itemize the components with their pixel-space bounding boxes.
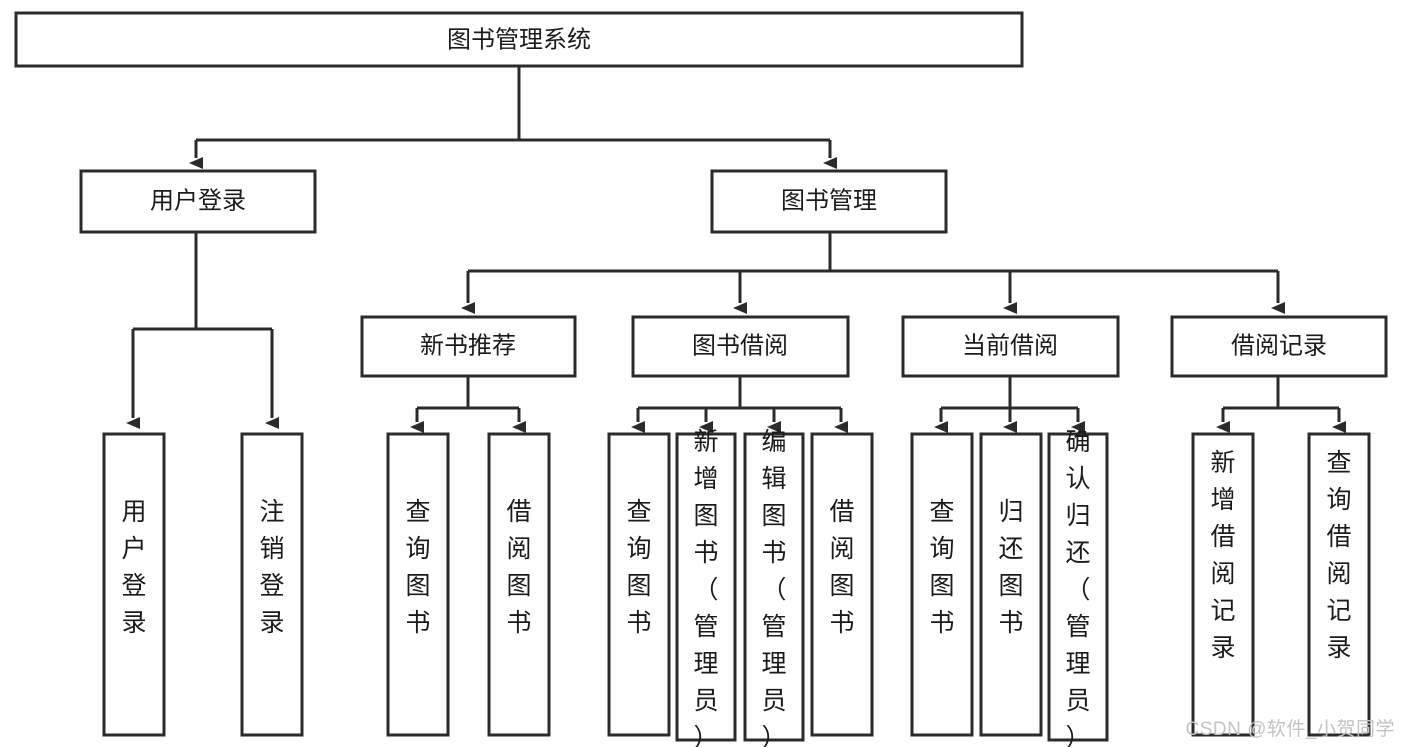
- node-book-borrow[interactable]: 图书借阅: [631, 315, 850, 378]
- node-book-management-box[interactable]: [710, 169, 948, 234]
- leaf-add-book-box[interactable]: [675, 432, 737, 742]
- leaf-query-record-label: 查询借阅记录: [1326, 449, 1351, 662]
- leaf-confirm-return[interactable]: 确认归还（管理员）: [1047, 428, 1109, 747]
- leaf-edit-book[interactable]: 编辑图书（管理员）: [743, 428, 805, 747]
- node-book-borrow-box[interactable]: [631, 315, 850, 378]
- leaf-confirm-return-label: 确认归还（管理员）: [1065, 428, 1090, 747]
- leaf-borrow-book-1[interactable]: 借阅图书: [487, 432, 551, 737]
- leaf-query-book-1-box[interactable]: [386, 432, 450, 737]
- leaf-query-record-box[interactable]: [1307, 432, 1371, 737]
- leaf-logout-login[interactable]: 注销登录: [240, 432, 304, 737]
- node-new-book-recommend[interactable]: 新书推荐: [360, 315, 577, 378]
- node-current-borrow-box[interactable]: [901, 315, 1120, 378]
- leaf-user-login-box[interactable]: [102, 432, 166, 737]
- leaf-borrow-book-1-label: 借阅图书: [506, 498, 531, 637]
- leaf-query-book-3-box[interactable]: [910, 432, 974, 737]
- leaf-add-record-label: 新增借阅记录: [1210, 449, 1235, 662]
- leaf-borrow-book-2[interactable]: 借阅图书: [810, 432, 874, 737]
- node-borrow-record-box[interactable]: [1170, 315, 1388, 378]
- leaf-query-book-3[interactable]: 查询图书: [910, 432, 974, 737]
- node-book-borrow-label: 图书借阅: [692, 332, 788, 359]
- node-book-management[interactable]: 图书管理: [710, 169, 948, 234]
- leaf-borrow-book-1-box[interactable]: [487, 432, 551, 737]
- node-root[interactable]: 图书管理系统: [14, 11, 1024, 68]
- leaf-return-book[interactable]: 归还图书: [979, 432, 1043, 737]
- leaf-edit-book-box[interactable]: [743, 432, 805, 742]
- leaf-confirm-return-box[interactable]: [1047, 432, 1109, 742]
- node-borrow-record-label: 借阅记录: [1231, 332, 1327, 359]
- leaf-user-login-label: 用户登录: [121, 498, 146, 637]
- leaf-edit-book-label: 编辑图书（管理员）: [761, 428, 786, 747]
- leaf-add-book-label: 新增图书（管理员）: [693, 428, 718, 747]
- leaf-user-login[interactable]: 用户登录: [102, 432, 166, 737]
- node-root-label: 图书管理系统: [447, 26, 591, 53]
- leaf-return-book-box[interactable]: [979, 432, 1043, 737]
- leaf-query-book-1-label: 查询图书: [405, 498, 430, 637]
- node-user-login-label: 用户登录: [150, 187, 246, 214]
- leaf-query-book-2-box[interactable]: [607, 432, 671, 737]
- node-new-book-recommend-box[interactable]: [360, 315, 577, 378]
- leaf-add-record[interactable]: 新增借阅记录: [1191, 432, 1255, 737]
- leaf-logout-login-box[interactable]: [240, 432, 304, 737]
- node-new-book-recommend-label: 新书推荐: [420, 332, 516, 359]
- edge-layer: [126, 66, 1346, 433]
- leaf-query-book-2-label: 查询图书: [626, 498, 651, 637]
- leaf-query-record[interactable]: 查询借阅记录: [1307, 432, 1371, 737]
- leaf-logout-login-label: 注销登录: [259, 498, 284, 637]
- node-book-management-label: 图书管理: [781, 187, 877, 214]
- leaf-return-book-label: 归还图书: [998, 498, 1023, 637]
- node-current-borrow-label: 当前借阅: [962, 332, 1058, 359]
- node-root-box[interactable]: [14, 11, 1024, 68]
- node-borrow-record[interactable]: 借阅记录: [1170, 315, 1388, 378]
- node-current-borrow[interactable]: 当前借阅: [901, 315, 1120, 378]
- leaf-add-book[interactable]: 新增图书（管理员）: [675, 428, 737, 747]
- csdn-watermark: CSDN @软件_小贺同学: [1185, 719, 1395, 740]
- leaf-add-record-box[interactable]: [1191, 432, 1255, 737]
- leaf-borrow-book-2-label: 借阅图书: [829, 498, 854, 637]
- leaf-query-book-3-label: 查询图书: [929, 498, 954, 637]
- node-user-login[interactable]: 用户登录: [79, 169, 317, 234]
- node-user-login-box[interactable]: [79, 169, 317, 234]
- leaf-query-book-1[interactable]: 查询图书: [386, 432, 450, 737]
- leaf-query-book-2[interactable]: 查询图书: [607, 432, 671, 737]
- leaf-borrow-book-2-box[interactable]: [810, 432, 874, 737]
